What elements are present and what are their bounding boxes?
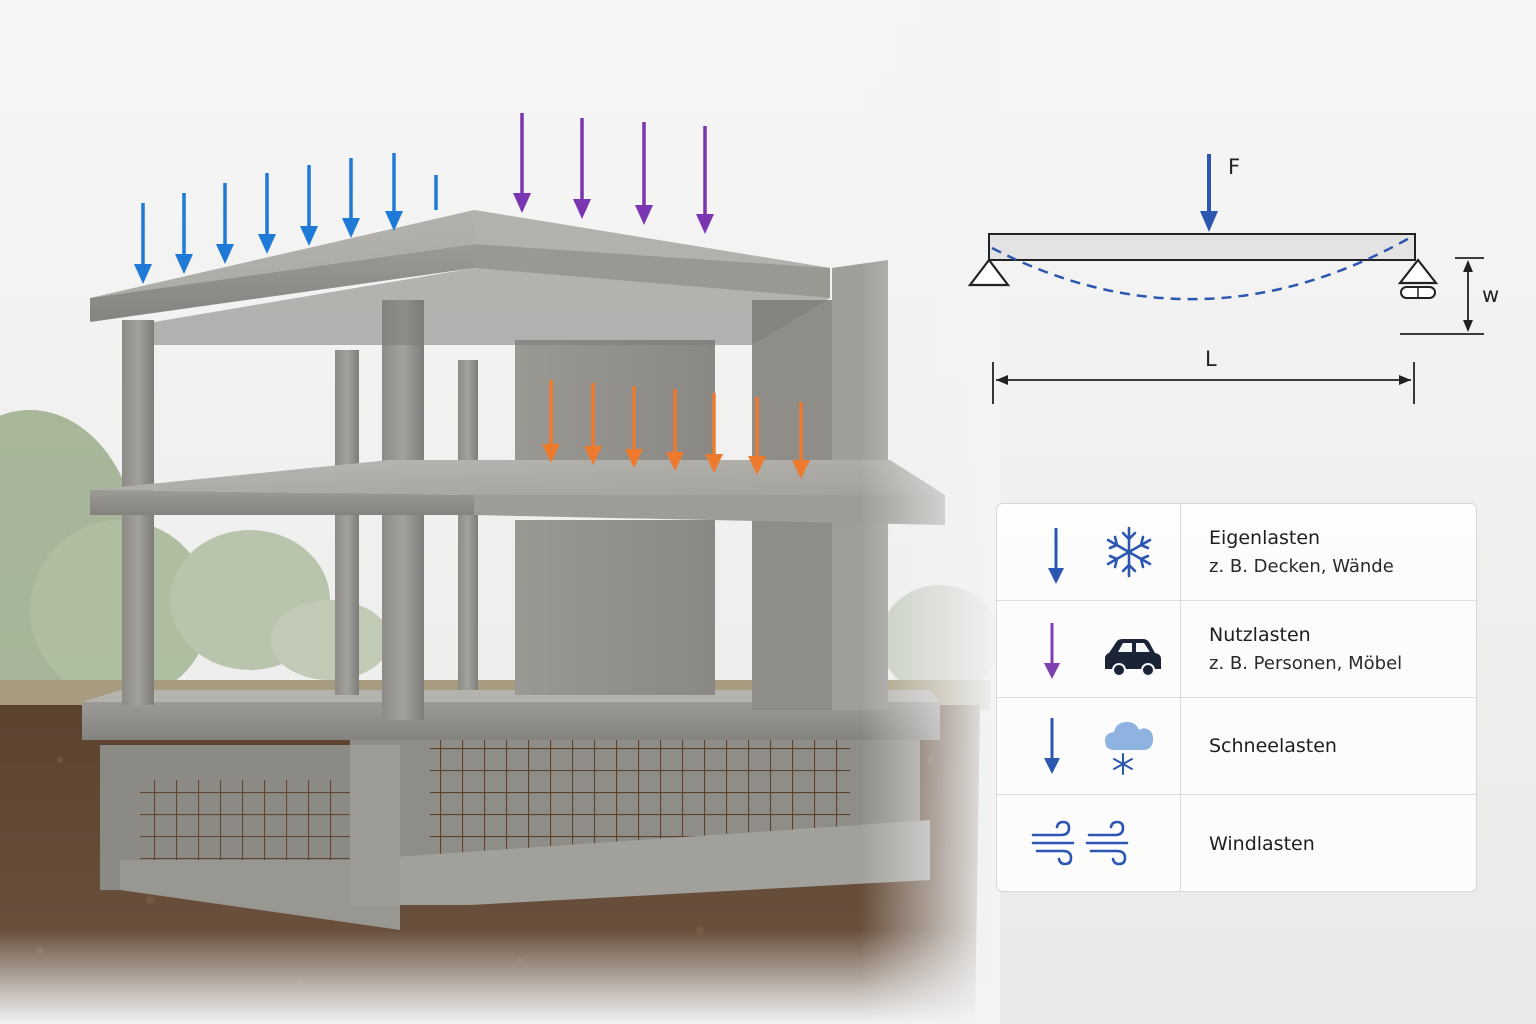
load-arrow: [258, 173, 276, 254]
beam: [988, 233, 1416, 261]
legend-text: Windlasten: [1209, 795, 1315, 891]
load-arrow: [342, 158, 360, 238]
floor-loads-orange: [542, 380, 810, 479]
load-arrow: [748, 397, 766, 475]
legend-text: Eigenlasten z. B. Decken, Wände: [1209, 504, 1394, 600]
legend-icons: [997, 601, 1180, 697]
legend-text: Nutzlasten z. B. Personen, Möbel: [1209, 601, 1402, 697]
fade-right: [860, 0, 1000, 1024]
deflection-dimension: [1400, 257, 1484, 335]
roof-loads-blue: [134, 153, 438, 284]
load-arrow: [573, 118, 591, 219]
legend-title: Windlasten: [1209, 832, 1315, 855]
roller-support: [1397, 258, 1439, 299]
load-arrow: [134, 203, 152, 284]
legend-row-nutzlasten: Nutzlasten z. B. Personen, Möbel: [997, 601, 1476, 698]
legend-icons: [997, 795, 1180, 891]
foundation: [82, 690, 940, 930]
force-label: F: [1228, 155, 1240, 179]
foundation-rebar-left: [140, 780, 350, 875]
roof-slab: [90, 210, 830, 345]
wind-icon: [1031, 820, 1129, 866]
legend-row-eigenlasten: Eigenlasten z. B. Decken, Wände: [997, 504, 1476, 601]
snowflake-icon: [1106, 526, 1152, 578]
load-arrow: [542, 380, 560, 463]
middle-slab: [90, 460, 945, 525]
length-label: L: [1205, 347, 1217, 371]
length-dimension: [992, 362, 1415, 404]
legend-title: Eigenlasten: [1209, 527, 1321, 549]
load-legend: Eigenlasten z. B. Decken, Wände Nutzlast…: [996, 503, 1477, 892]
load-arrow: [625, 386, 643, 468]
core-wall-lower: [515, 520, 715, 695]
legend-icons: [997, 504, 1180, 600]
core-wall-upper: [515, 340, 715, 470]
load-arrow: [666, 389, 684, 471]
legend-title: Nutzlasten: [1209, 624, 1311, 646]
force-arrow: [1200, 154, 1218, 232]
legend-icons: [997, 698, 1180, 794]
load-arrow: [584, 383, 602, 465]
load-arrow: [216, 183, 234, 264]
deflection-curve: [991, 234, 1414, 301]
load-arrow: [792, 402, 810, 479]
load-arrow: [300, 165, 318, 246]
car-icon: [1105, 639, 1161, 677]
arrow-down-icon: [1048, 528, 1064, 584]
fade-bottom: [0, 930, 1000, 1024]
arrow-down-icon: [1044, 718, 1060, 774]
legend-title: Schneelasten: [1209, 735, 1337, 757]
pin-support: [967, 258, 1011, 287]
back-column: [335, 350, 359, 695]
deflection-label: w: [1482, 283, 1499, 307]
load-arrow: [175, 193, 193, 274]
load-arrow: [385, 153, 403, 231]
legend-subtitle: z. B. Decken, Wände: [1209, 556, 1394, 577]
snow-cloud-icon: [1105, 722, 1153, 775]
load-arrow: [696, 126, 714, 234]
legend-row-windlasten: Windlasten: [997, 795, 1476, 891]
load-arrow: [513, 113, 531, 213]
arrow-down-icon: [1044, 623, 1060, 679]
legend-subtitle: z. B. Personen, Möbel: [1209, 653, 1403, 674]
roof-loads-purple: [513, 113, 714, 234]
load-arrow: [635, 122, 653, 225]
back-column: [458, 360, 478, 690]
beam-diagram: F L w: [967, 154, 1499, 404]
load-arrow: [705, 393, 723, 473]
legend-text: Schneelasten: [1209, 698, 1337, 794]
legend-row-schneelasten: Schneelasten: [997, 698, 1476, 795]
